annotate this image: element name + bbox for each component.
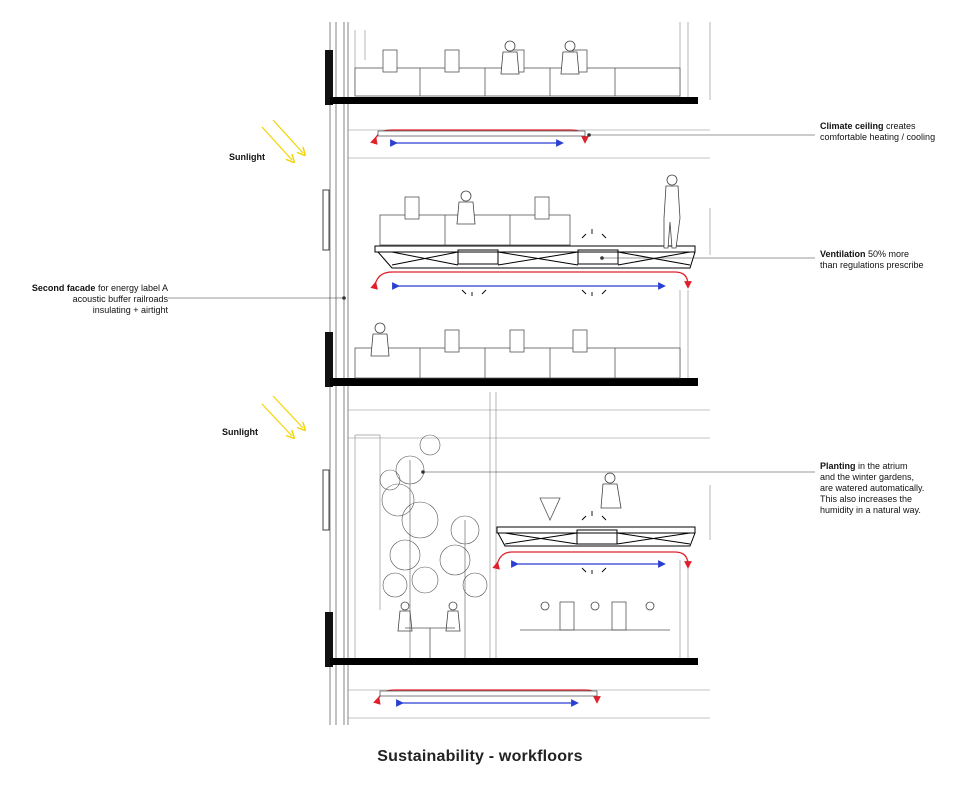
planting-title: Planting <box>820 461 856 471</box>
sunlight-label-upper: Sunlight <box>229 152 265 162</box>
second-facade-text-3: insulating + airtight <box>92 305 168 315</box>
sunlight-arrows-upper <box>261 119 303 160</box>
ventilation-title: Ventilation <box>820 249 866 259</box>
second-facade-annotation: Second facade for energy label A acousti… <box>6 283 168 316</box>
ventilation-flows-lower <box>492 551 692 570</box>
climate-ceiling-flows-bottom <box>373 689 601 707</box>
second-facade-text: for energy label A <box>97 283 168 293</box>
planting-text: in the atrium <box>858 461 908 471</box>
ventilation-flows-upper <box>370 271 692 290</box>
climate-ceiling-annotation: Climate ceiling creates comfortable heat… <box>820 121 935 143</box>
ceiling-lines <box>348 129 710 719</box>
air-outlet-marks <box>461 229 607 574</box>
planting-text-4: This also increases the <box>820 494 913 504</box>
climate-ceiling-title: Climate ceiling <box>820 121 884 131</box>
table-lower-left <box>405 627 455 658</box>
facade-panels <box>325 50 333 667</box>
people-silhouettes <box>370 40 681 632</box>
facade-vents <box>322 189 330 531</box>
tables-lower-right <box>520 497 670 631</box>
second-facade-title: Second facade <box>31 283 96 293</box>
floor-slabs <box>330 97 698 665</box>
ventilation-annotation: Ventilation 50% more than regulations pr… <box>820 249 924 271</box>
planting-text-5: humidity in a natural way. <box>820 505 921 515</box>
planting-annotation: Planting in the atrium and the winter ga… <box>820 461 924 516</box>
climate-ceiling-text: creates <box>886 121 916 131</box>
figure-caption: Sustainability - workfloors <box>377 748 583 765</box>
climate-ceiling-flows <box>370 129 589 147</box>
sunlight-label-lower: Sunlight <box>222 427 258 437</box>
ventilation-text-2: than regulations prescribe <box>820 260 924 270</box>
raised-floor-upper <box>374 245 696 269</box>
atrium-trees <box>379 434 488 658</box>
desks-middle-floor <box>354 196 681 379</box>
climate-ceiling-text-2: comfortable heating / cooling <box>820 132 936 142</box>
planting-text-2: and the winter gardens, <box>820 472 915 482</box>
ventilation-text: 50% more <box>868 249 910 259</box>
raised-floor-lower <box>496 526 696 547</box>
sunlight-arrows-lower <box>261 395 303 436</box>
second-facade-text-2: acoustic buffer railroads <box>72 294 168 304</box>
leader-lines <box>168 133 815 474</box>
planting-text-3: are watered automatically. <box>820 483 925 493</box>
